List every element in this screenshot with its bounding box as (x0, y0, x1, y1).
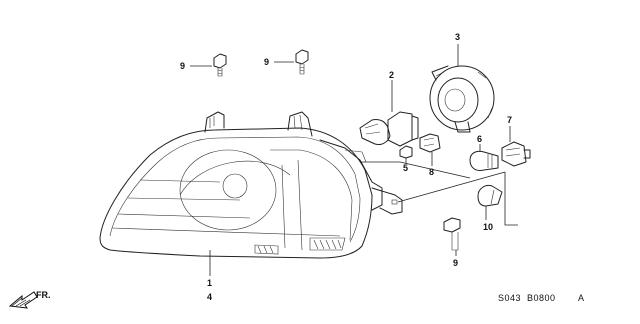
lens-ridge-4 (139, 179, 221, 183)
front-direction-indicator: FR. (8, 290, 51, 309)
callout-4: 4 (207, 292, 212, 302)
leader-housing-right (360, 161, 471, 179)
callout-9-left: 9 (180, 61, 185, 71)
cover-outer-ring (429, 65, 495, 131)
side-connector-tab (371, 187, 403, 215)
mount-bracket-left-detail (209, 116, 215, 128)
socket-cover (429, 44, 495, 133)
callout-1: 1 (207, 278, 212, 288)
bolt-shank-2 (299, 64, 305, 75)
socket-8-detail (423, 137, 435, 147)
bulb-6-base (487, 154, 493, 168)
callout-5: 5 (403, 163, 408, 173)
bulb-glass (359, 119, 391, 145)
side-bulb-part (477, 185, 503, 220)
headlight-lens-outline (99, 127, 373, 259)
bolt-thread-2 (299, 66, 305, 72)
callout-8: 8 (429, 167, 434, 177)
callout-10: 10 (483, 222, 493, 232)
part-code: S043 B0800 (498, 293, 556, 303)
bolt-head-3 (443, 217, 461, 233)
socket-7-body (501, 141, 527, 167)
small-bulb-part (399, 145, 413, 164)
leader-connector (397, 171, 506, 203)
bolt-thread-1 (217, 69, 223, 75)
callout-6: 6 (477, 134, 482, 144)
bolt-bottom (443, 217, 461, 256)
cover-inner-ring (437, 77, 479, 123)
lower-strip-right (309, 237, 346, 251)
lens-ridge-1 (111, 227, 341, 237)
callout-9-right: 9 (264, 57, 269, 67)
socket-7-detail (505, 147, 521, 157)
front-label: FR. (36, 290, 51, 300)
socket-8-body (419, 133, 441, 153)
headlight-lens-inner (109, 136, 361, 243)
cover-notches (435, 71, 493, 119)
reflector-arc (179, 160, 291, 196)
lower-strip-hatching (313, 239, 342, 250)
corner-divider-2 (297, 159, 303, 251)
cover-top-lip (431, 65, 449, 81)
lower-strip-hatching-2 (257, 245, 274, 254)
bulb-10-base (490, 189, 495, 205)
rear-housing (319, 139, 383, 211)
cover-tab (454, 121, 471, 133)
reflector-bowl (179, 149, 277, 231)
reflector-center (222, 173, 248, 199)
bolt-top-left (190, 53, 227, 77)
bulb-10-glass (477, 185, 503, 207)
lens-ridge-3 (127, 197, 241, 201)
bolt-top-right (274, 49, 309, 75)
cover-center (444, 88, 466, 112)
callout-7: 7 (507, 115, 512, 125)
mount-bracket-right (287, 111, 313, 137)
part-code-suffix: A (578, 293, 585, 303)
callout-9-bottom: 9 (453, 258, 458, 268)
bulb-5-body (399, 145, 413, 159)
corner-divider-1 (281, 164, 286, 249)
socket-small-part (419, 133, 441, 166)
socket-right-part (501, 126, 531, 167)
bulb-6-glass (469, 150, 499, 171)
leader-bracket-10 (504, 172, 518, 226)
bolt-shank-1 (217, 68, 223, 77)
mount-bracket-left (204, 111, 225, 133)
corner-lens-edge (270, 149, 353, 241)
bulb-base (411, 115, 419, 141)
bolt-head-2 (295, 49, 309, 65)
bolt-head-1 (213, 53, 227, 69)
wedge-bulb-part (469, 144, 499, 171)
socket-7-tab (523, 149, 531, 159)
bulb-flange (387, 111, 413, 147)
headlight-assembly (99, 111, 403, 259)
lens-ridge-2 (117, 213, 251, 219)
bolt-shank-3 (451, 232, 459, 251)
bulb-filament (364, 123, 381, 135)
callout-2: 2 (389, 70, 394, 80)
headlight-bulb (359, 80, 419, 147)
front-arrow-hatching (11, 297, 31, 307)
callout-3: 3 (455, 32, 460, 42)
mount-bracket-right-detail (293, 114, 303, 131)
connector-slot (391, 199, 398, 205)
front-arrow-icon (8, 291, 38, 309)
lower-strip-left (254, 244, 279, 255)
rear-housing-detail (344, 149, 367, 163)
